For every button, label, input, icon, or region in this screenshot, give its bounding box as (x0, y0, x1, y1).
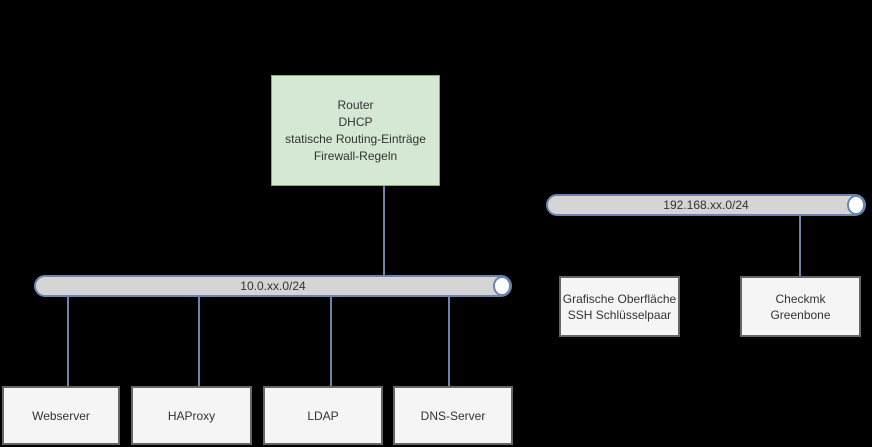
monitoring-node[interactable]: Checkmk Greenbone (740, 276, 861, 337)
router-node[interactable]: Router DHCP statische Routing-Einträge F… (271, 75, 440, 186)
router-label-line: DHCP (338, 114, 373, 129)
edge-net10-to-ldap[interactable] (330, 296, 332, 386)
monitoring-label-line: Checkmk (775, 291, 826, 306)
edge-stub-router (741, 182, 743, 194)
router-label-line: Firewall-Regeln (313, 148, 398, 163)
monitoring-label-line: Greenbone (770, 307, 831, 322)
edge-net10-to-haproxy[interactable] (198, 296, 200, 386)
router-label-line: Router (337, 97, 374, 112)
haproxy-label: HAProxy (167, 408, 216, 423)
edge-router-to-net10[interactable] (383, 186, 385, 277)
webserver-node[interactable]: Webserver (2, 386, 120, 445)
edge-net10-to-webserver[interactable] (67, 296, 69, 386)
router-label-line: statische Routing-Einträge (285, 131, 426, 146)
haproxy-node[interactable]: HAProxy (131, 386, 252, 445)
edge-net192-to-monitoring[interactable] (799, 216, 801, 276)
management-ui-node[interactable]: Grafische Oberfläche SSH Schlüsselpaar (559, 276, 680, 337)
ldap-label: LDAP (307, 408, 339, 423)
dns-server-node[interactable]: DNS-Server (393, 386, 513, 445)
webserver-label: Webserver (32, 408, 90, 423)
edge-net10-to-dns[interactable] (448, 296, 450, 386)
edge-stub-mgmt (619, 212, 621, 221)
dns-server-label: DNS-Server (420, 408, 486, 423)
network-pipe-10[interactable] (34, 275, 512, 297)
management-ui-label-line: Grafische Oberfläche (562, 291, 677, 306)
management-ui-label-line: SSH Schlüsselpaar (567, 307, 672, 322)
network-pipe-192[interactable] (546, 194, 866, 216)
ldap-node[interactable]: LDAP (263, 386, 383, 445)
